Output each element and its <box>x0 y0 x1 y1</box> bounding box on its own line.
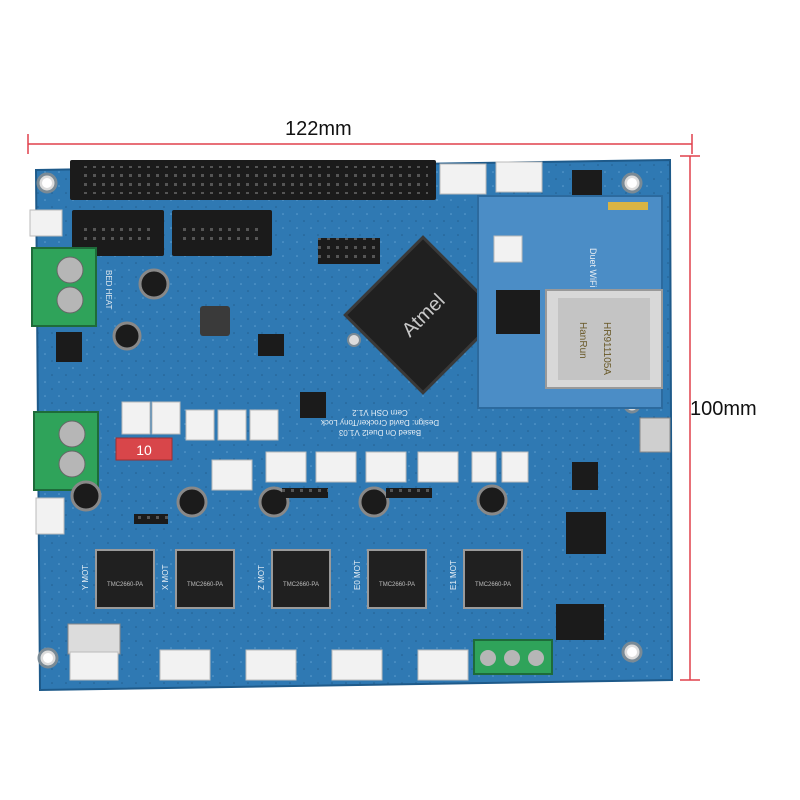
motor-label: E1 MOT <box>449 560 458 590</box>
regulator <box>258 334 284 356</box>
fuse: 10 <box>115 437 173 461</box>
silkscreen-text: Based On Duet2 V1.03 Design: David Crock… <box>320 408 439 437</box>
stepper-driver-chip: TMC2660-PA E0 MOT <box>353 549 427 609</box>
mosfet <box>556 604 604 640</box>
ic-chip <box>572 170 602 198</box>
motor-label: Y MOT <box>81 565 90 590</box>
capacitor <box>112 321 142 351</box>
dimension-width-line <box>27 134 693 154</box>
mounting-hole <box>347 333 361 347</box>
module-label: Duet WiFi <box>588 248 598 288</box>
mounting-hole <box>621 172 643 194</box>
capacitor <box>70 480 102 512</box>
driver-chip-label: TMC2660-PA <box>283 582 319 588</box>
heat-label: BED HEAT <box>104 270 113 310</box>
ethernet-brand: HanRun <box>577 322 588 359</box>
capacitor <box>138 268 170 300</box>
capacitor <box>176 486 208 518</box>
jst-connector <box>35 497 65 535</box>
box-header-left <box>72 210 164 256</box>
mosfet <box>566 512 606 554</box>
ethernet-label: HR911105A <box>601 322 612 375</box>
capacitor <box>258 486 290 518</box>
jst-connector <box>29 209 63 237</box>
dimension-height-label: 100mm <box>690 398 757 420</box>
mounting-hole <box>37 647 59 669</box>
stepper-driver-chip: TMC2660-PA Z MOT <box>257 549 331 609</box>
pin-header <box>134 514 168 524</box>
mounting-hole <box>36 172 58 194</box>
stepper-driver-chip: TMC2660-PA Y MOT <box>81 549 155 609</box>
output-terminal <box>473 639 553 675</box>
mounting-hole <box>621 641 643 663</box>
power-terminal <box>33 411 99 491</box>
driver-chip-label: TMC2660-PA <box>475 582 511 588</box>
motor-connectors <box>67 623 469 681</box>
motor-label: Z MOT <box>257 565 266 590</box>
motor-label: E0 MOT <box>353 560 362 590</box>
mcu-chip: Atmel <box>343 235 503 395</box>
usb-port <box>639 417 671 453</box>
connector-row <box>121 401 529 491</box>
svg-text:Design: David Crocker/Tony Loc: Design: David Crocker/Tony Lock <box>320 418 439 427</box>
pin-header <box>282 488 328 498</box>
stepper-driver-chip: TMC2660-PA X MOT <box>161 549 235 609</box>
regulator <box>56 332 82 362</box>
capacitor <box>476 484 508 516</box>
dimension-height-line <box>680 155 700 681</box>
stepper-driver-chip: TMC2660-PA E1 MOT <box>449 549 523 609</box>
box-header-right <box>172 210 272 256</box>
svg-text:Cern OSH V1.2: Cern OSH V1.2 <box>352 408 408 417</box>
pin-header <box>318 238 380 264</box>
bed-heat-terminal: BED HEAT <box>31 247 113 327</box>
pin-header <box>386 488 432 498</box>
ic-chip <box>300 392 326 418</box>
jst-connector <box>439 163 487 195</box>
svg-text:Based On Duet2 V1.03: Based On Duet2 V1.03 <box>338 428 421 437</box>
dimension-width-label: 122mm <box>285 118 352 140</box>
fuse-label: 10 <box>136 442 152 458</box>
capacitor <box>358 486 390 518</box>
driver-chip-label: TMC2660-PA <box>187 582 223 588</box>
inductor <box>200 306 230 336</box>
ic-chip <box>572 462 598 490</box>
motor-label: X MOT <box>161 565 170 590</box>
driver-chip-label: TMC2660-PA <box>107 582 143 588</box>
expansion-header <box>70 160 436 200</box>
jst-connector <box>495 161 543 193</box>
driver-chip-label: TMC2660-PA <box>379 582 415 588</box>
ethernet-jack: HR911105A HanRun <box>545 289 663 389</box>
